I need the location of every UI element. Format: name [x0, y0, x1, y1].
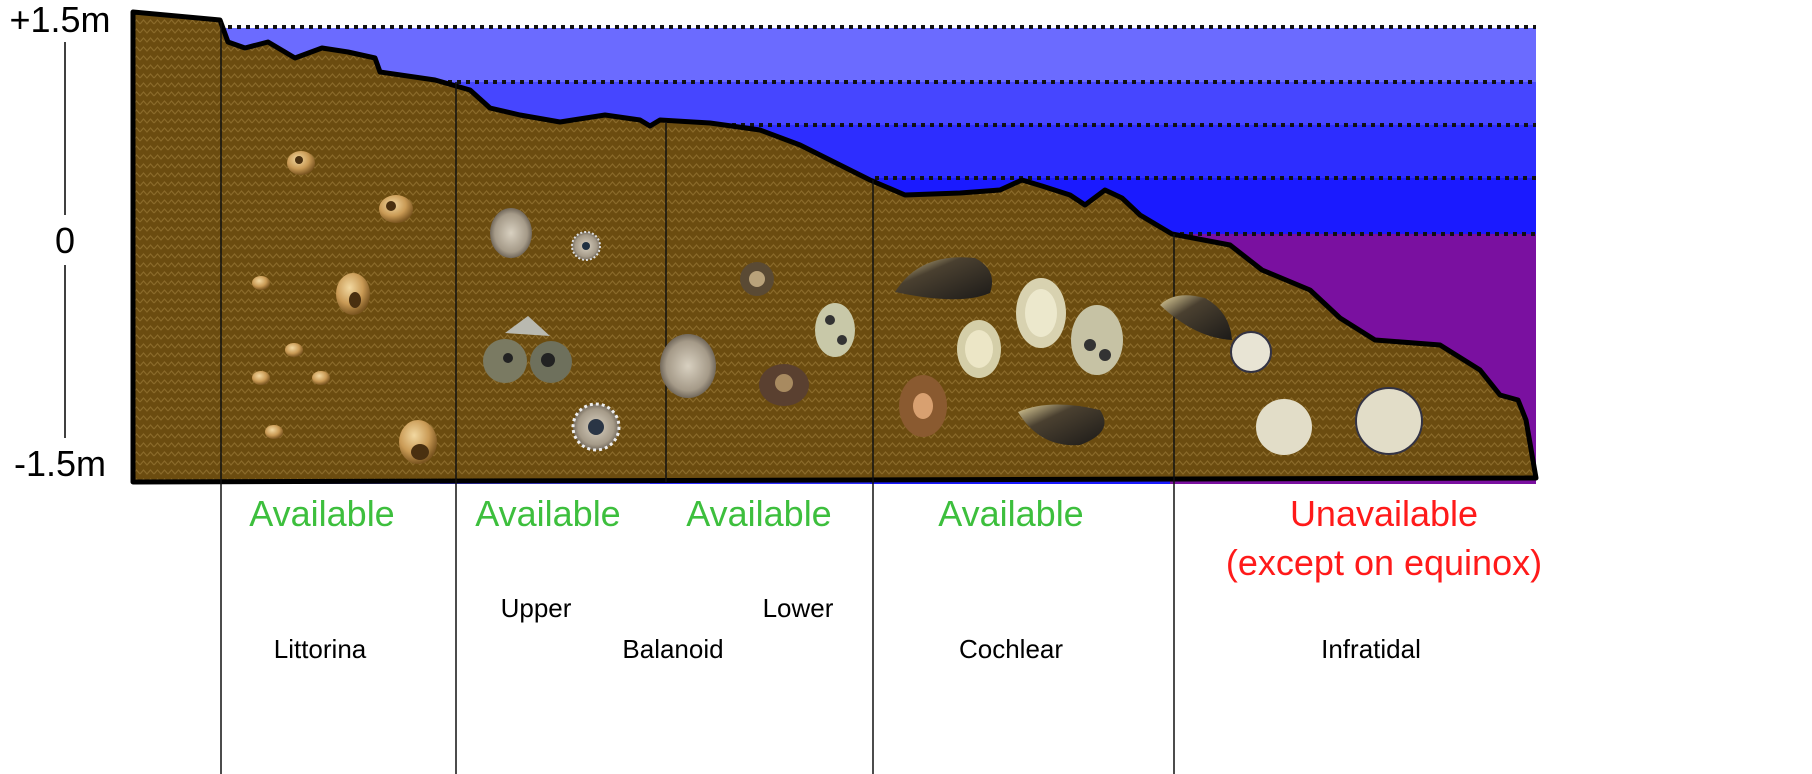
limpet-shell-icon — [815, 303, 855, 357]
availability-littorina: Available — [249, 493, 394, 534]
periwinkle-shell-icon — [287, 151, 315, 175]
availability-cochlear: Available — [938, 493, 1083, 534]
limpet-shell-icon — [490, 208, 532, 258]
limpet-shell-icon — [899, 375, 947, 437]
periwinkle-shell-icon — [252, 371, 270, 385]
availability-labels: Available Available Available Available … — [249, 493, 1542, 583]
periwinkle-shell-icon — [312, 371, 330, 385]
limpet-shell-icon — [1256, 399, 1312, 455]
periwinkle-shell-icon — [285, 343, 303, 357]
limpet-shell-icon — [660, 334, 716, 398]
scale-middle-label: 0 — [55, 220, 75, 261]
sublabel-upper: Upper — [501, 593, 572, 623]
limpet-shell-icon — [1071, 305, 1123, 375]
periwinkle-shell-icon — [252, 276, 270, 290]
topshell-icon — [399, 420, 437, 464]
availability-infratidal-note: (except on equinox) — [1226, 542, 1542, 583]
topshell-icon — [740, 262, 774, 296]
zone-label-littorina: Littorina — [274, 634, 367, 664]
limpet-shell-icon — [1356, 388, 1422, 454]
periwinkle-shell-icon — [336, 273, 370, 315]
availability-infratidal: Unavailable — [1290, 493, 1478, 534]
zone-label-cochlear: Cochlear — [959, 634, 1063, 664]
topshell-icon — [759, 364, 809, 406]
limpet-shell-icon — [572, 232, 600, 260]
sublabel-lower: Lower — [763, 593, 834, 623]
limpet-shell-icon — [957, 320, 1001, 378]
limpet-shell-icon — [483, 339, 527, 383]
periwinkle-shell-icon — [379, 195, 413, 223]
availability-balanoid-lower: Available — [686, 493, 831, 534]
periwinkle-shell-icon — [265, 425, 283, 439]
limpet-shell-icon — [573, 404, 619, 450]
scale-top-label: +1.5m — [9, 0, 110, 40]
scale-bottom-label: -1.5m — [14, 443, 106, 484]
height-scale: +1.5m 0 -1.5m — [9, 0, 110, 484]
limpet-shell-icon — [530, 341, 572, 383]
limpet-shell-icon — [1016, 278, 1066, 348]
zone-label-infratidal: Infratidal — [1321, 634, 1421, 664]
availability-balanoid-upper: Available — [475, 493, 620, 534]
zone-labels: Littorina Balanoid Cochlear Infratidal — [274, 634, 1421, 664]
zone-label-balanoid: Balanoid — [622, 634, 723, 664]
limpet-shell-icon — [1231, 332, 1271, 372]
